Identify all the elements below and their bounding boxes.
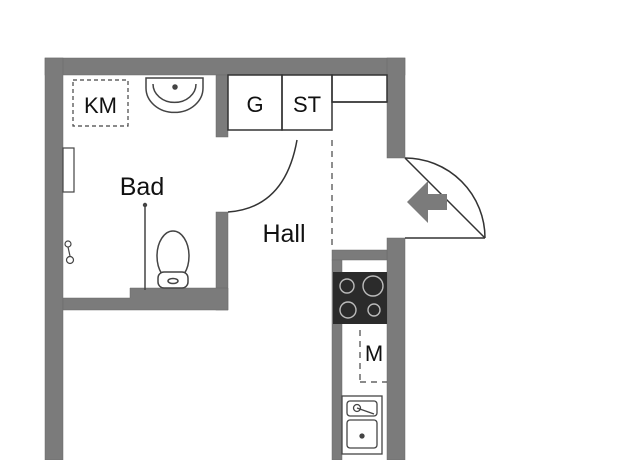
outer-wall-top [44,57,406,76]
burner-bottom-left [339,301,357,319]
kitchen-sink-upper-bowl [346,400,378,417]
shower-knob [64,240,72,248]
storage-label: ST [293,92,321,117]
washing-machine-label: KM [84,93,117,118]
kitchen-wall-top [331,249,388,261]
shelf-unit [331,74,388,103]
wardrobe-label: G [246,92,263,117]
entrance-door-swing [404,157,486,239]
burner-top-right [362,275,384,297]
sink-basin [145,77,204,114]
stove-top [333,272,387,324]
kitchen-sink-lower-drain [359,433,365,439]
washing-machine [72,79,129,127]
burner-bottom-right [367,303,381,317]
burner-top-left [339,278,355,294]
radiator [62,147,75,193]
bathroom-door [227,139,298,213]
kitchen-counter [359,330,387,383]
kitchen-sink-lower-bowl [346,419,378,449]
kitchen-wall-left [331,259,343,460]
sink-drain [172,84,178,90]
toilet-tank [157,271,189,289]
hall-label: Hall [262,220,305,248]
kitchen-faucet [356,407,375,415]
bathroom-door-swing [227,139,298,213]
shower-pipe [67,246,71,257]
outer-wall-right-lower [386,237,406,460]
toilet-seat-hinge [167,277,179,285]
shower-fitting-icon [64,240,75,265]
kitchen-sink-frame [341,395,383,455]
bathroom-label: Bad [120,173,164,201]
toilet-icon [156,230,190,289]
shower-head [65,255,75,265]
sink-icon [145,77,204,114]
stove-icon [333,272,387,324]
storage-cabinets [227,74,388,131]
bath-wall-right-upper [215,74,229,138]
microwave-label: M [365,341,383,366]
walls [44,57,406,460]
grab-bar-top [142,202,148,208]
kitchen-sink-drain [352,403,362,413]
entrance-arrow-icon [407,181,447,223]
bath-wall-bottom [62,287,229,311]
sink-icon [341,395,383,455]
sink-bowl [152,83,197,104]
outer-wall-left [44,57,64,460]
outer-wall-right-upper [386,57,406,159]
